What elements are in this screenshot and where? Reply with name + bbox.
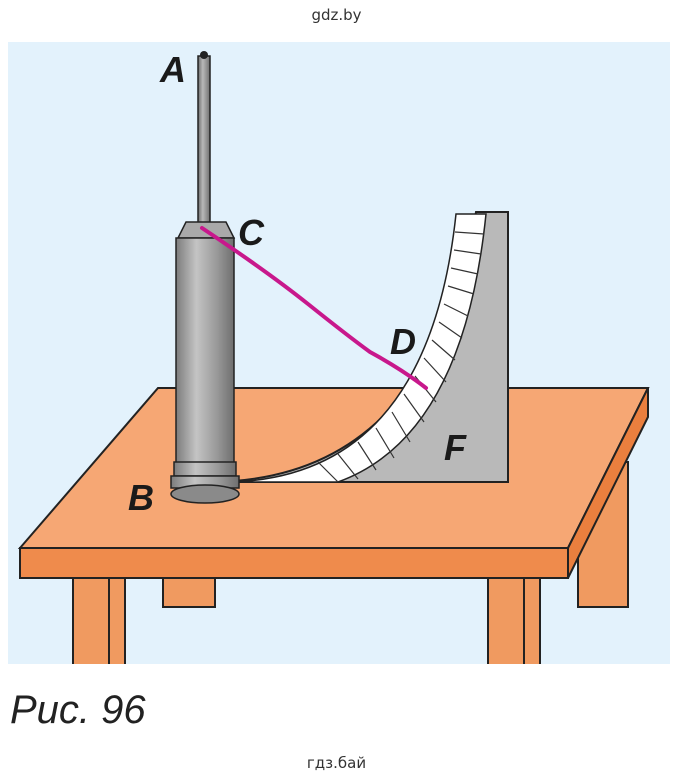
label-b: B: [128, 477, 154, 518]
label-a: A: [159, 49, 186, 90]
ramp-strip: [229, 213, 487, 483]
label-d: D: [390, 321, 416, 362]
point-a-marker: [200, 51, 208, 59]
table-side-edge: [567, 387, 649, 579]
cylinder-body: [175, 237, 235, 464]
ramp-scale-marks: [317, 231, 485, 483]
figure-caption: Рис. 96: [10, 688, 146, 732]
table-leg-front-right: [487, 576, 541, 664]
label-c: C: [238, 212, 265, 253]
table-front-edge: [19, 547, 569, 579]
thread-cd: [200, 226, 428, 390]
rod-ac: [197, 55, 211, 229]
watermark-bottom: гдз.бай: [306, 754, 367, 772]
table-leg-front-left: [72, 576, 126, 664]
apparatus-diagram: A C D F B: [17, 49, 650, 664]
cylinder-base: [170, 484, 240, 504]
figure-96: A C D F B: [8, 42, 670, 664]
label-f: F: [444, 427, 467, 468]
watermark-top: gdz.by: [311, 6, 362, 24]
